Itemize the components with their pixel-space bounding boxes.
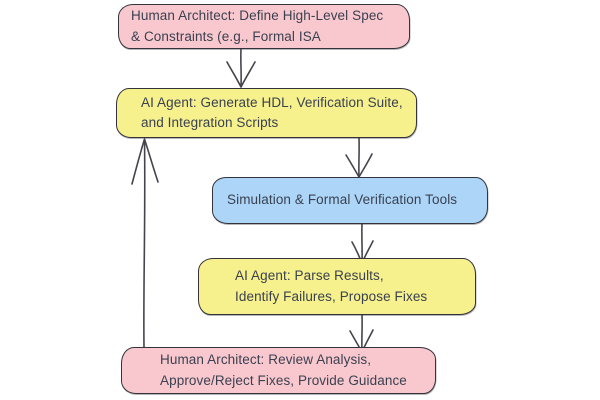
node-tool-simulation-verification: Simulation & Formal Verification Tools bbox=[212, 177, 488, 224]
node-label-line: AI Agent: Generate HDL, Verification Sui… bbox=[141, 94, 403, 110]
arrowhead-down-icon bbox=[226, 61, 256, 88]
node-ai-generate-hdl: AI Agent: Generate HDL, Verification Sui… bbox=[116, 88, 417, 138]
edge-define-spec-to-generate-hdl bbox=[226, 48, 256, 88]
edge-line bbox=[143, 139, 146, 348]
arrowhead-down-icon bbox=[345, 153, 373, 178]
node-label-line: & Constraints (e.g., Formal ISA bbox=[131, 28, 321, 44]
node-ai-parse-results: AI Agent: Parse Results, Identify Failur… bbox=[198, 258, 476, 315]
node-label-line: Identify Failures, Propose Fixes bbox=[235, 288, 428, 304]
node-label-line: and Integration Scripts bbox=[141, 115, 279, 130]
node-label-line: AI Agent: Parse Results, bbox=[235, 268, 384, 283]
node-label-line: Human Architect: Define High-Level Spec bbox=[131, 8, 384, 23]
node-label-line: Approve/Reject Fixes, Provide Guidance bbox=[160, 372, 407, 388]
arrowhead-up-icon bbox=[131, 138, 159, 185]
edge-review-analysis-to-generate-hdl-feedback bbox=[131, 138, 159, 348]
node-label-line: Simulation & Formal Verification Tools bbox=[227, 192, 458, 208]
node-human-review-analysis: Human Architect: Review Analysis, Approv… bbox=[121, 347, 436, 394]
edge-generate-hdl-to-simulation-tools bbox=[345, 137, 373, 178]
node-human-define-spec: Human Architect: Define High-Level Spec … bbox=[118, 4, 410, 49]
node-label-line: Human Architect: Review Analysis, bbox=[160, 352, 372, 367]
